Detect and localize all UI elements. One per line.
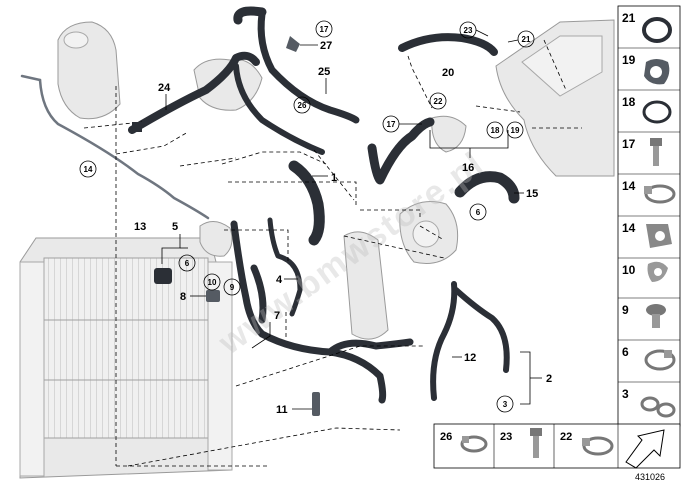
legend-label-9: 9 [622,303,629,317]
callout-27: 27 [320,40,332,52]
spring-clip-icon [647,261,668,282]
document-number: 431026 [635,472,665,482]
circled-callouts: 3 6 6 9 10 14 17 17 18 19 21 22 23 26 [79,20,535,413]
engine-block [495,19,615,177]
auxiliary-pump [343,231,389,340]
small-valve [199,221,233,257]
footer-label-26: 26 [440,431,452,443]
sealing-ring-icon [642,17,672,43]
callout-7: 7 [274,310,280,322]
callout-11: 11 [276,404,288,416]
assembly-lines [83,39,582,467]
expanding-rivet-icon [646,304,666,328]
callout-25: 25 [318,66,330,78]
hoses [20,6,520,404]
double-clamp-icon [640,396,676,418]
legend-label-21: 21 [622,11,636,25]
hose-clamp-icon [644,349,676,371]
callout-17b: 17 [387,120,396,129]
callout-9: 9 [230,283,235,292]
footer-label-23: 23 [500,431,512,443]
callout-19: 19 [511,126,520,135]
callout-4: 4 [276,274,283,286]
callout-10: 10 [208,278,217,287]
clip-icon [646,224,672,248]
callout-17a: 17 [320,25,329,34]
callout-22: 22 [434,97,443,106]
callout-15: 15 [526,188,538,200]
arrow-icon [625,429,665,469]
callout-24: 24 [158,82,171,94]
callout-26: 26 [298,101,307,110]
callout-12: 12 [464,352,476,364]
legend-label-14a: 14 [622,179,636,193]
legend-label-3: 3 [622,387,629,401]
callout-21: 21 [522,35,531,44]
o-ring-icon [642,100,672,124]
legend-label-17: 17 [622,137,636,151]
radiator [19,237,233,479]
callout-5: 5 [172,221,178,233]
coolant-flange [431,115,467,153]
flange-gasket-icon [644,59,670,85]
legend-label-6: 6 [622,345,629,359]
expansion-tank [57,21,121,120]
hose-clamp-icon [460,435,488,453]
legend-label-14b: 14 [622,221,636,235]
hex-bolt-icon [650,138,662,166]
footer-label-22: 22 [560,431,572,443]
callout-6b: 6 [185,259,190,268]
water-pump [399,201,459,264]
callout-20: 20 [442,67,454,79]
callout-16: 16 [462,162,474,174]
parts-legend-sidebar: 21 19 18 17 14 14 10 9 6 3 [617,5,681,427]
callout-3: 3 [503,400,508,409]
hose-clamp-icon [582,436,614,456]
small-parts [132,36,320,416]
legend-label-10: 10 [622,263,636,277]
hose-clamp-icon [644,184,676,204]
callout-6a: 6 [476,208,481,217]
callout-1: 1 [331,172,337,184]
legend-label-19: 19 [622,53,636,67]
callout-13: 13 [134,221,146,233]
parts-legend-footer: 26 23 22 431026 [433,423,681,482]
callout-8: 8 [180,291,186,303]
legend-label-18: 18 [622,95,636,109]
callout-2: 2 [546,373,552,385]
plain-callouts: 1 2 4 5 7 8 11 12 13 15 16 20 24 25 27 [134,40,552,416]
hex-bolt-icon [530,428,542,458]
callout-14: 14 [84,165,93,174]
callout-23: 23 [464,26,473,35]
callout-18: 18 [491,126,500,135]
